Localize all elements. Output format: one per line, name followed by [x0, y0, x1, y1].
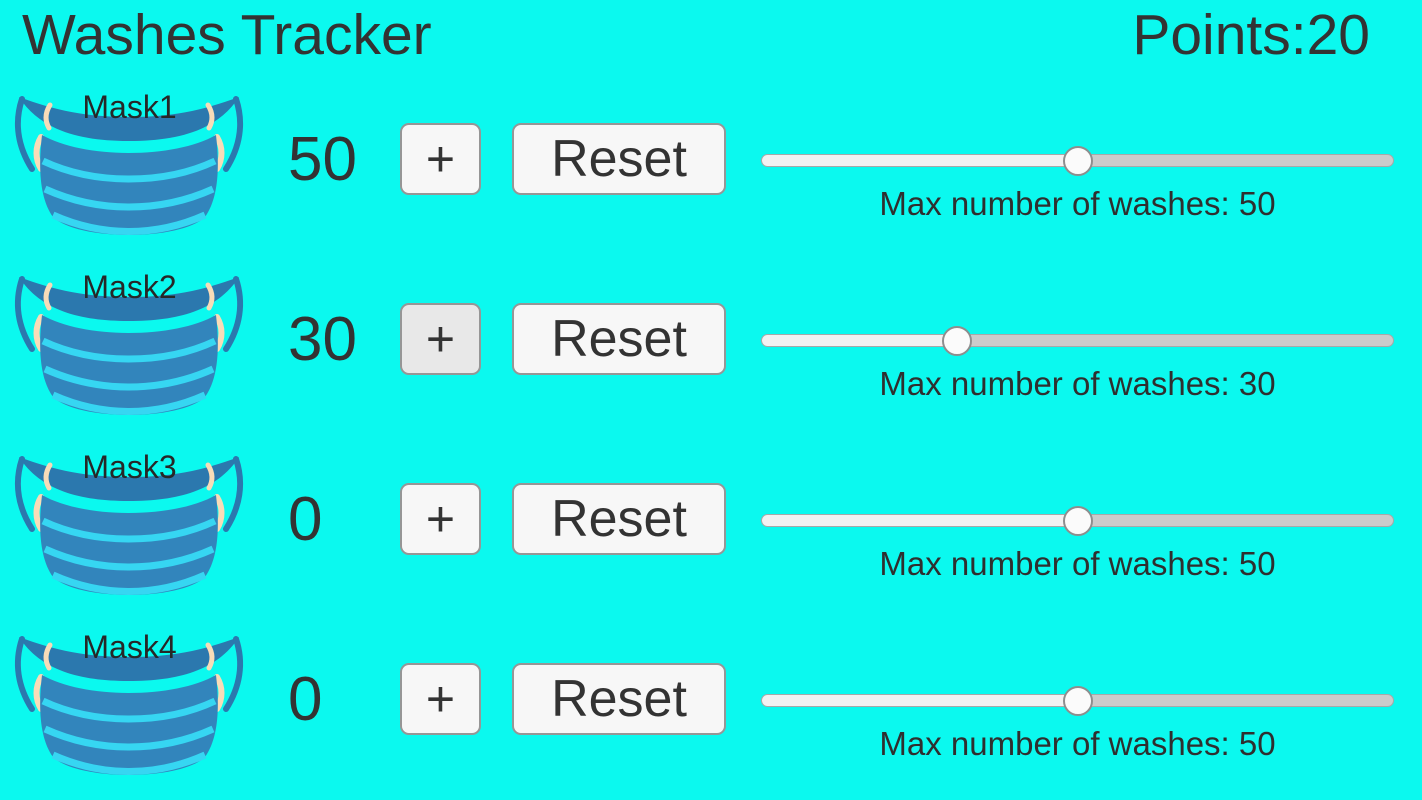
- wash-count: 0: [288, 664, 323, 734]
- mask-row: Mask2 30 + Reset Max number of washes: 3…: [0, 255, 1422, 435]
- wash-count: 0: [288, 484, 323, 554]
- wash-count: 30: [288, 304, 357, 374]
- mask-name-label: Mask3: [82, 449, 177, 485]
- mask-name-label: Mask4: [82, 629, 177, 665]
- max-washes-slider[interactable]: [761, 506, 1394, 536]
- increment-button[interactable]: +: [400, 123, 481, 195]
- reset-button[interactable]: Reset: [512, 663, 726, 735]
- points-value: 20: [1306, 3, 1370, 67]
- mask-illustration: Mask4: [12, 619, 247, 791]
- increment-button[interactable]: +: [400, 483, 481, 555]
- slider-track-fill: [762, 515, 1078, 526]
- mask-name-label: Mask1: [82, 89, 177, 125]
- points-label: Points:: [1132, 3, 1307, 67]
- mask-row: Mask1 50 + Reset Max number of washes: 5…: [0, 75, 1422, 255]
- increment-button[interactable]: +: [400, 303, 481, 375]
- slider-thumb[interactable]: [1062, 686, 1093, 716]
- max-washes-label: Max number of washes: 50: [879, 725, 1276, 762]
- points-display: Points:20: [1132, 4, 1370, 66]
- mask-name-label: Mask2: [82, 269, 177, 305]
- slider-track[interactable]: [761, 334, 1394, 347]
- slider-track-fill: [762, 695, 1078, 706]
- mask-illustration: Mask2: [12, 259, 247, 431]
- max-washes-slider[interactable]: [761, 326, 1394, 356]
- reset-button[interactable]: Reset: [512, 123, 726, 195]
- reset-button[interactable]: Reset: [512, 483, 726, 555]
- max-washes-label: Max number of washes: 50: [879, 545, 1276, 582]
- slider-thumb[interactable]: [941, 326, 972, 356]
- mask-row: Mask3 0 + Reset Max number of washes: 50: [0, 435, 1422, 615]
- slider-track-fill: [762, 335, 952, 346]
- slider-thumb[interactable]: [1062, 146, 1093, 176]
- page-title: Washes Tracker: [22, 3, 432, 67]
- max-washes-label: Max number of washes: 30: [879, 365, 1276, 402]
- max-washes-slider[interactable]: [761, 146, 1394, 176]
- max-washes-slider[interactable]: [761, 686, 1394, 716]
- mask-row: Mask4 0 + Reset Max number of washes: 50: [0, 615, 1422, 795]
- mask-illustration: Mask3: [12, 439, 247, 611]
- slider-track-fill: [762, 155, 1078, 166]
- mask-illustration: Mask1: [12, 79, 247, 251]
- wash-count: 50: [288, 124, 357, 194]
- slider-thumb[interactable]: [1062, 506, 1093, 536]
- max-washes-label: Max number of washes: 50: [879, 185, 1276, 222]
- increment-button[interactable]: +: [400, 663, 481, 735]
- reset-button[interactable]: Reset: [512, 303, 726, 375]
